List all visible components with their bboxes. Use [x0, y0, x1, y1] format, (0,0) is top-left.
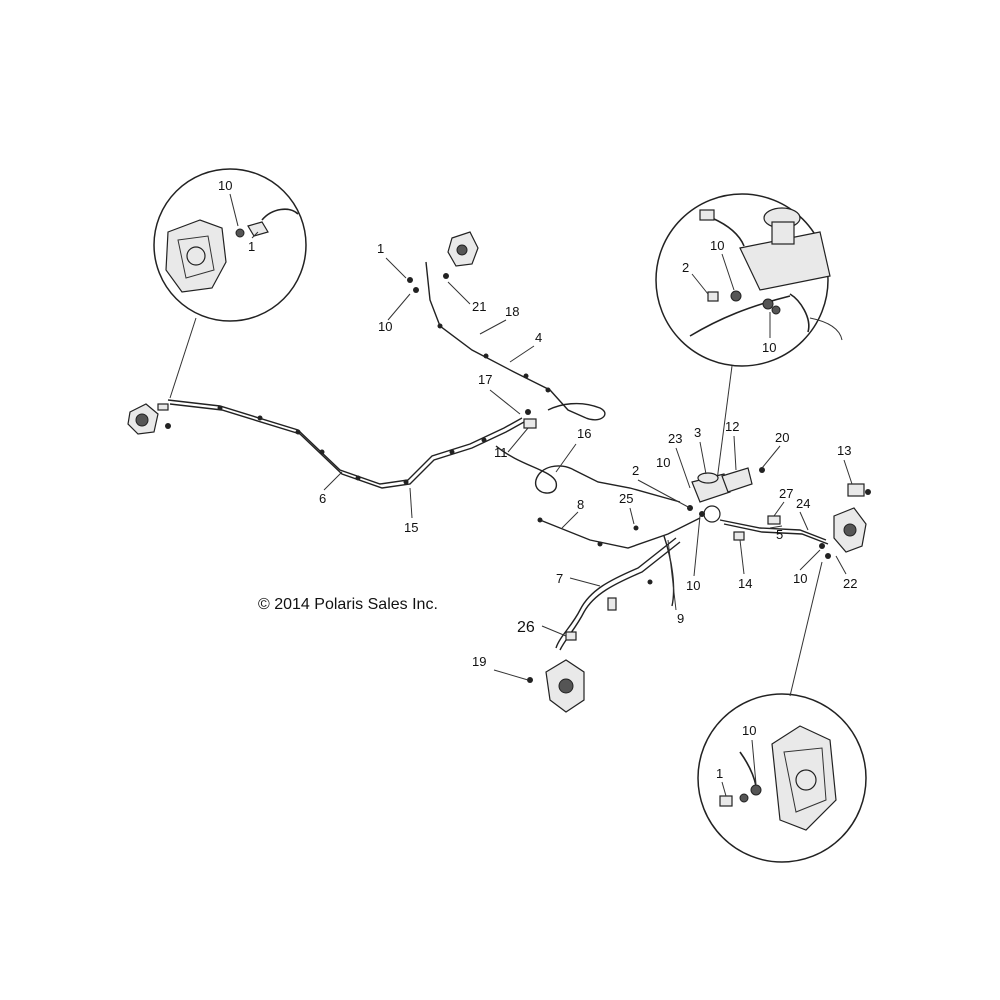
callout-10: 10	[762, 340, 776, 355]
proportioning-valve	[721, 467, 753, 493]
detail-circle-rear-caliper: 10 1	[697, 693, 867, 863]
callout-10: 10	[793, 571, 807, 586]
callout-10: 10	[742, 723, 756, 738]
detail-circle-master-cylinder: 2 10 10	[655, 193, 843, 367]
callout-6: 6	[319, 491, 326, 506]
callout-10: 10	[686, 578, 700, 593]
callout-11: 11	[494, 445, 508, 460]
callout-14: 14	[738, 576, 752, 591]
callout-10: 10	[378, 319, 392, 334]
rear-caliper-right	[833, 483, 867, 553]
leader-line	[789, 561, 823, 697]
callout-5: 5	[776, 527, 783, 542]
callout-2: 2	[632, 463, 639, 478]
callout-3: 3	[694, 425, 701, 440]
callout-4: 4	[535, 330, 542, 345]
callout-13: 13	[837, 443, 851, 458]
callout-leaders	[323, 257, 853, 681]
brake-line-assembly	[167, 261, 829, 651]
callout-17: 17	[478, 372, 492, 387]
callout-20: 20	[775, 430, 789, 445]
callout-24: 24	[796, 496, 810, 511]
callout-25: 25	[619, 491, 633, 506]
callout-21: 21	[472, 299, 486, 314]
front-right-caliper	[447, 231, 479, 267]
callout-1: 1	[377, 241, 384, 256]
callout-8: 8	[577, 497, 584, 512]
callout-9: 9	[677, 611, 684, 626]
callout-10: 10	[218, 178, 232, 193]
callout-1: 1	[716, 766, 723, 781]
leader-line	[715, 365, 733, 489]
callout-1: 1	[248, 239, 255, 254]
callout-27: 27	[779, 486, 793, 501]
callout-18: 18	[505, 304, 519, 319]
small-hardware	[165, 273, 871, 683]
copyright-text: © 2014 Polaris Sales Inc.	[258, 596, 438, 613]
callout-7: 7	[556, 571, 563, 586]
callout-22: 22	[843, 576, 857, 591]
callout-12: 12	[725, 419, 739, 434]
callout-labels: 1 10 21 18 4 17 11 6 15 16 8 25 2 10 23 …	[319, 241, 857, 669]
callout-26: 26	[517, 619, 535, 636]
callout-19: 19	[472, 654, 486, 669]
callout-15: 15	[404, 520, 418, 535]
leader-line	[169, 317, 197, 399]
callout-10: 10	[710, 238, 724, 253]
front-left-caliper	[127, 403, 169, 435]
callout-10: 10	[656, 455, 670, 470]
callout-23: 23	[668, 431, 682, 446]
callout-2: 2	[682, 260, 689, 275]
detail-circle-front-left-caliper: 10 1	[153, 168, 307, 322]
rear-caliper-left	[545, 659, 585, 713]
master-cylinder	[691, 472, 731, 523]
callout-16: 16	[577, 426, 591, 441]
